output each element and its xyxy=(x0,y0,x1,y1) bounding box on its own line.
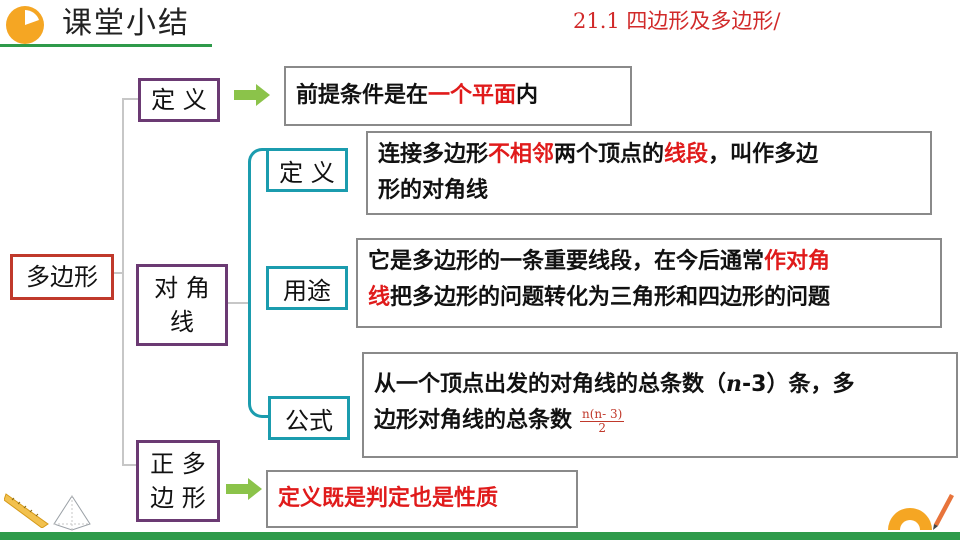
formula-text-part: 边形对角线的总条数 xyxy=(374,408,573,433)
diagonal-node: 对 角 线 xyxy=(136,264,228,346)
diagonal-formula-text-box: 从一个顶点出发的对角线的总条数（n-3）条，多 边形对角线的总条数 n(n- 3)… xyxy=(362,352,958,458)
diagonal-usage-label: 用途 xyxy=(283,276,331,305)
definition-text-part: 内 xyxy=(516,83,539,108)
usage-text-part: 把多边形的问题转化为三角形和四边形的问题 xyxy=(390,285,831,310)
pie-logo-icon xyxy=(6,6,44,44)
page-title: 课堂小结 xyxy=(62,6,190,41)
diagonal-definition-label: 定 义 xyxy=(279,158,335,187)
diag-def-text-part: 两个顶点的 xyxy=(554,142,665,167)
definition-highlight: 一个平面 xyxy=(428,83,517,108)
formula-text-part: -3）条，多 xyxy=(742,372,855,397)
diagonal-label-line2: 线 xyxy=(170,308,194,336)
diag-def-text-line2: 形的对角线 xyxy=(378,178,489,203)
diagonal-label-line1: 对 角 xyxy=(154,274,210,302)
diag-def-highlight: 不相邻 xyxy=(488,142,555,167)
protractor-pencil-icon xyxy=(884,490,956,536)
diagonal-connector xyxy=(228,302,250,304)
formula-fraction: n(n- 3)2 xyxy=(580,406,625,435)
formula-text-part: 从一个顶点出发的对角线的总条数（ xyxy=(374,372,727,397)
root-node: 多边形 xyxy=(10,254,114,300)
diagonal-formula-node: 公式 xyxy=(268,396,350,440)
diag-def-text-part: ，叫作多边 xyxy=(708,142,819,167)
diag-def-text-part: 连接多边形 xyxy=(378,142,489,167)
title-underline xyxy=(0,44,212,47)
arrow-right-icon xyxy=(234,84,270,110)
regular-polygon-text-box: 定义既是判定也是性质 xyxy=(266,470,578,528)
diagonal-usage-text-box: 它是多边形的一条重要线段，在今后通常作对角 线把多边形的问题转化为三角形和四边形… xyxy=(356,238,942,328)
bottom-accent-bar xyxy=(0,532,960,540)
definition-node: 定 义 xyxy=(138,78,220,122)
fraction-denominator: 2 xyxy=(598,420,606,435)
pyramid-icon xyxy=(50,494,94,536)
main-bracket xyxy=(122,98,138,466)
definition-text-part: 前提条件是在 xyxy=(296,83,429,108)
root-connector xyxy=(112,272,124,274)
usage-highlight: 线 xyxy=(368,285,391,310)
regular-polygon-node: 正 多 边 形 xyxy=(136,440,220,522)
arrow-right-icon xyxy=(226,478,262,504)
usage-text-part: 它是多边形的一条重要线段，在今后通常 xyxy=(368,249,765,274)
ruler-icon xyxy=(3,488,50,532)
definition-label: 定 义 xyxy=(151,86,207,114)
diagonal-definition-text-box: 连接多边形不相邻两个顶点的线段，叫作多边 形的对角线 xyxy=(366,131,932,215)
formula-variable: n xyxy=(726,371,743,397)
regular-label-line2: 边 形 xyxy=(150,484,206,512)
chapter-title: 21.1 四边形及多边形/ xyxy=(573,9,781,33)
root-label: 多边形 xyxy=(26,263,98,291)
definition-text-box: 前提条件是在一个平面内 xyxy=(284,66,632,126)
regular-polygon-text: 定义既是判定也是性质 xyxy=(278,486,499,511)
regular-label-line1: 正 多 xyxy=(150,450,206,478)
diagonal-formula-label: 公式 xyxy=(285,406,333,435)
diagonal-usage-node: 用途 xyxy=(266,266,348,310)
fraction-numerator: n(n- 3) xyxy=(580,406,625,422)
usage-highlight: 作对角 xyxy=(764,249,831,274)
diagonal-bracket xyxy=(248,148,268,418)
diagonal-definition-node: 定 义 xyxy=(266,148,348,192)
diag-def-highlight: 线段 xyxy=(664,142,709,167)
